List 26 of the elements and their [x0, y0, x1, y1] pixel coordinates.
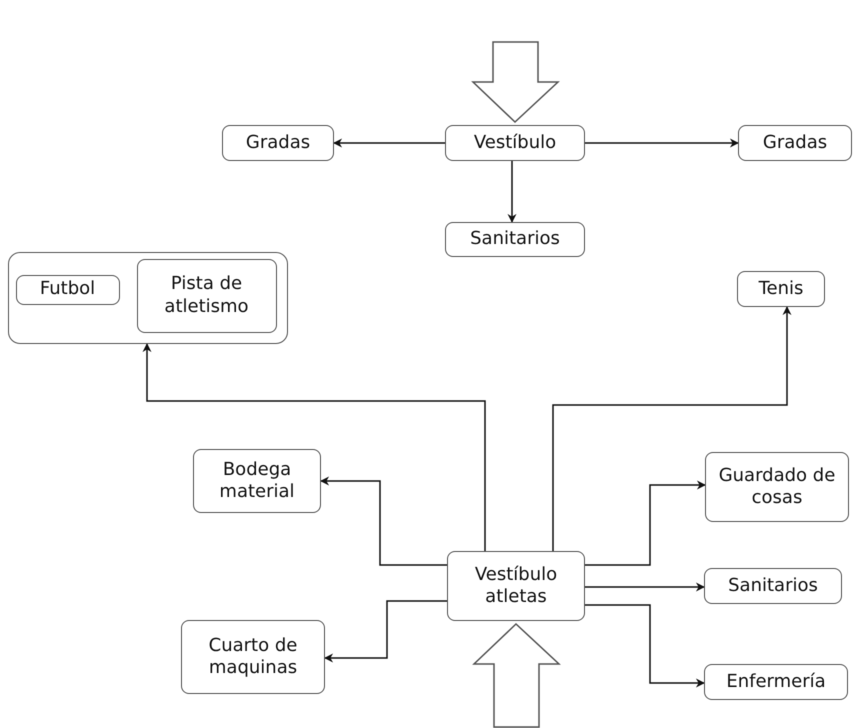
room-box: Gradas [738, 125, 852, 161]
arrow [142, 343, 486, 551]
room-box: Sanitarios [704, 568, 842, 604]
room-box: Enfermería [704, 664, 848, 700]
arrow [552, 306, 792, 551]
room-box: Tenis [737, 271, 825, 307]
arrow [585, 582, 705, 592]
arrow [508, 161, 516, 223]
room-box: Sanitarios [445, 222, 585, 257]
room-box: Gradas [222, 125, 334, 161]
group-box [8, 252, 288, 344]
room-box: Vestíbulo [445, 125, 585, 161]
arrow [333, 138, 445, 148]
room-box: Guardado de cosas [705, 452, 849, 522]
arrow [320, 476, 447, 566]
arrow [585, 604, 705, 688]
room-box: Cuarto de maquinas [181, 620, 325, 694]
room-box: Pista de atletismo [136, 258, 276, 332]
entrance-block-arrow [471, 41, 560, 124]
arrow [585, 480, 706, 566]
entrance-block-arrow [472, 622, 561, 728]
arrow [324, 600, 447, 662]
room-box: Bodega material [193, 449, 321, 513]
arrow [585, 138, 739, 148]
room-box: Vestíbulo atletas [447, 551, 585, 621]
room-box: Futbol [16, 274, 120, 304]
